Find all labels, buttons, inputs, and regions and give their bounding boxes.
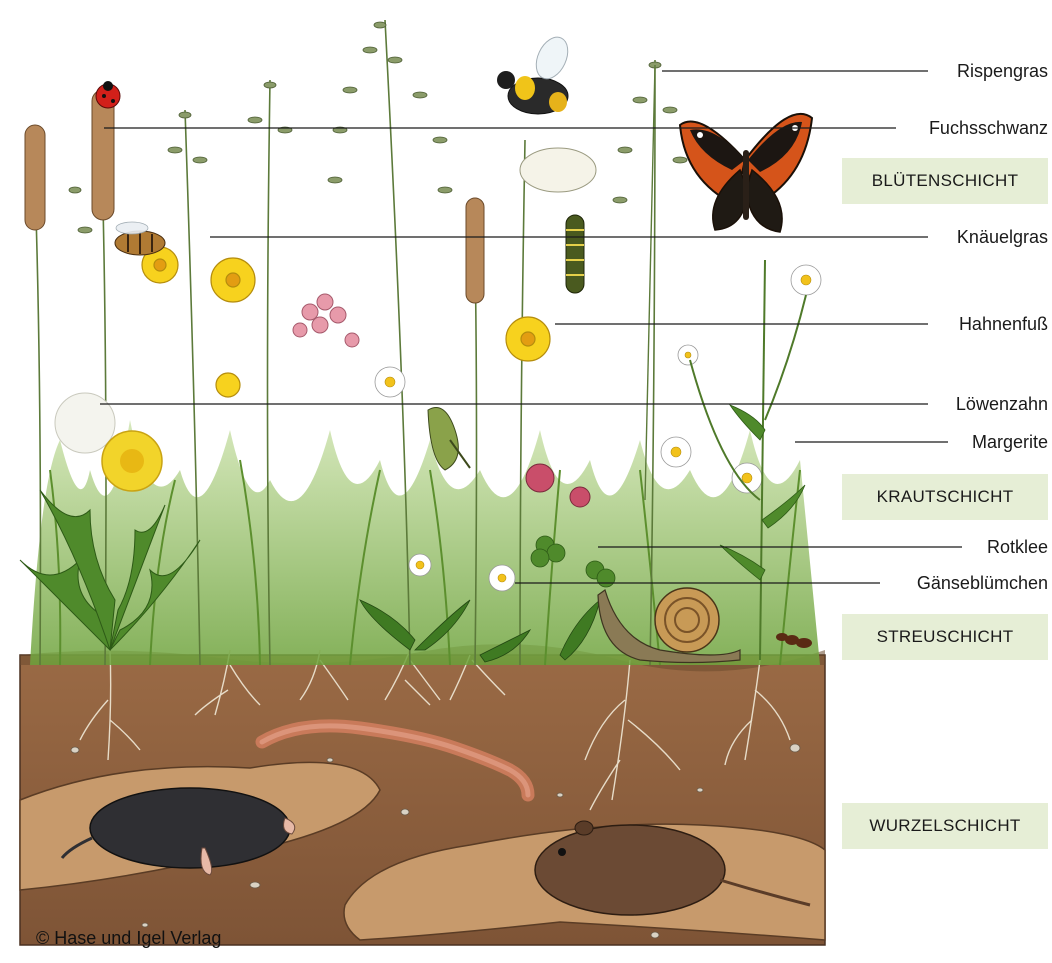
label-margerite: Margerite <box>972 432 1048 452</box>
label-loewenzahn: Löwenzahn <box>956 394 1048 414</box>
layer-krautschicht: KRAUTSCHICHT <box>842 474 1048 520</box>
label-knaeuelgras: Knäuelgras <box>957 227 1048 247</box>
umbel-flower <box>520 148 596 192</box>
label-hahnenfuss: Hahnenfuß <box>959 314 1048 334</box>
layer-bluetenschicht: BLÜTENSCHICHT <box>842 158 1048 204</box>
layer-streuschicht: STREUSCHICHT <box>842 614 1048 660</box>
caterpillar-illustration <box>566 215 584 293</box>
label-rispengras: Rispengras <box>957 61 1048 81</box>
pink-flowers <box>293 294 359 347</box>
buttercup-flowers <box>142 247 550 397</box>
copyright-notice: © Hase und Igel Verlag <box>36 928 221 949</box>
layer-wurzelschicht: WURZELSCHICHT <box>842 803 1048 849</box>
label-rotklee: Rotklee <box>987 537 1048 557</box>
honeybee-illustration <box>115 222 165 255</box>
label-gaensebluemchen: Gänseblümchen <box>917 573 1048 593</box>
bumblebee-illustration <box>497 32 574 114</box>
butterfly-illustration <box>680 114 812 232</box>
ladybug-illustration <box>96 81 120 108</box>
label-fuchsschwanz: Fuchsschwanz <box>929 118 1048 138</box>
